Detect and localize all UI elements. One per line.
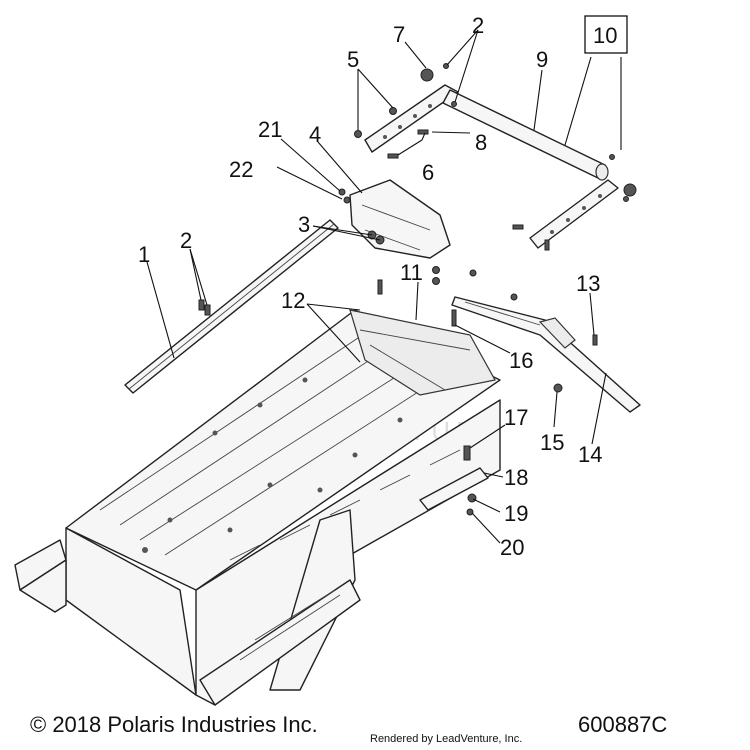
callout-4: 4: [309, 122, 321, 147]
rendered-by-text: Rendered by LeadVenture, Inc.: [370, 733, 523, 745]
copyright-text: © 2018 Polaris Industries Inc.: [30, 712, 318, 737]
callout-21: 21: [258, 117, 282, 142]
callout-19: 19: [504, 501, 528, 526]
callout-9: 9: [536, 47, 548, 72]
callout-16: 16: [509, 348, 533, 373]
part-2-fasteners-rail: [198, 299, 211, 316]
callout-22: 22: [229, 157, 253, 182]
callout-11: 11: [400, 260, 423, 285]
callout-6: 6: [422, 160, 434, 185]
callout-15: 15: [540, 430, 564, 455]
part-4-cover: [349, 179, 451, 259]
drawing-number: 600887C: [578, 712, 668, 737]
part-21-22-fasteners: [338, 188, 351, 204]
callout-2-top: 2: [472, 13, 484, 38]
callout-18: 18: [504, 465, 528, 490]
callout-7: 7: [393, 22, 405, 47]
callout-2: 2: [180, 228, 192, 253]
leader-lines: [146, 29, 622, 544]
tunnel-frame: [14, 309, 501, 706]
parts-17-20: [419, 445, 489, 516]
callout-12: 12: [281, 288, 305, 313]
callout-14: 14: [578, 442, 602, 467]
callout-5: 5: [347, 47, 359, 72]
part-1-rail: [124, 219, 339, 394]
bumper-assembly: [354, 63, 637, 251]
callout-10: 10: [593, 23, 617, 48]
callout-17: 17: [504, 405, 528, 430]
callout-10-box: [584, 15, 628, 54]
callout-20: 20: [500, 535, 524, 560]
part-14-bar: [451, 269, 641, 413]
callout-3: 3: [298, 212, 310, 237]
callout-8: 8: [475, 130, 487, 155]
callout-1: 1: [138, 242, 150, 267]
small-hardware: [377, 279, 598, 393]
callout-13: 13: [576, 271, 600, 296]
